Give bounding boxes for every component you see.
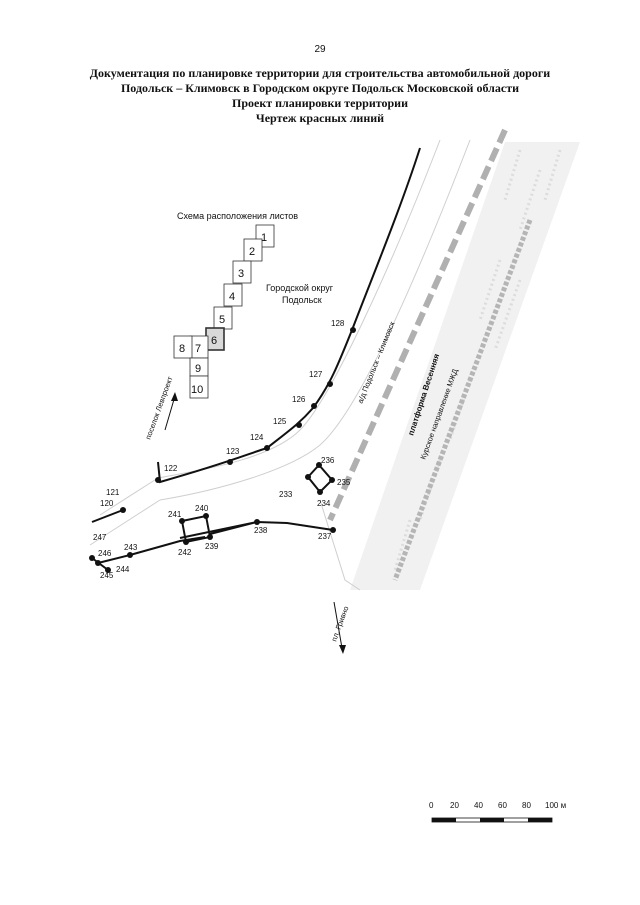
red-line-south [179,520,334,539]
arrow-to-levoproekt [164,392,178,431]
point-label-127: 127 [309,370,323,379]
red-line-south-2 [97,536,206,564]
title-line-3: Проект планировки территории [231,96,409,110]
title-line-4: Чертеж красных линий [255,111,385,125]
point-label-244: 244 [116,565,130,574]
point-label-122: 122 [164,464,178,473]
district-label-line-1: Городской округ [266,283,334,293]
point-label-126: 126 [292,395,306,404]
point-label-239: 239 [205,542,219,551]
point-label-123: 123 [226,447,240,456]
scale-bar [431,817,553,823]
sheet-7: 7 [195,343,201,355]
point-label-125: 125 [273,417,287,426]
sheet-4: 4 [229,291,235,303]
page-number: 29 [314,44,326,55]
road-edges [89,139,471,591]
sheet-3: 3 [238,268,244,280]
boundary-points [89,327,356,573]
scale-tick-100: 100 м [545,801,566,810]
point-label-245: 245 [100,571,114,580]
railway-track-right [392,219,533,581]
red-line-north [157,147,421,484]
point-label-236: 236 [321,456,335,465]
point-label-124: 124 [250,433,264,442]
district-label-line-2: Подольск [282,295,322,305]
scale-tick-40: 40 [474,801,483,810]
scale-tick-20: 20 [450,801,459,810]
levoproekt-label: поселок Левпроект [143,375,174,441]
sheet-1: 1 [261,232,267,244]
scale-tick-60: 60 [498,801,507,810]
title-line-1: Документация по планировке территории дл… [89,66,551,80]
sheet-scheme-caption: Схема расположения листов [177,211,298,221]
point-label-120: 120 [100,499,114,508]
point-label-238: 238 [254,526,268,535]
sheet-2: 2 [249,246,255,258]
red-line-west [91,509,124,523]
point-label-246: 246 [98,549,112,558]
scale-tick-80: 80 [522,801,531,810]
point-label-121: 121 [106,488,120,497]
sheet-6: 6 [211,335,217,347]
railway-embankment [350,142,580,590]
sheet-scheme [173,224,275,399]
sheet-9: 9 [195,363,201,375]
point-label-243: 243 [124,543,138,552]
sheet-8: 8 [179,343,185,355]
title-line-2: Подольск – Климовск в Городском округе П… [120,81,520,95]
arrow-to-grivno [333,601,346,654]
point-label-233: 233 [279,490,293,499]
sheet-10: 10 [191,384,203,396]
point-label-247: 247 [93,533,107,542]
sheet-5: 5 [219,314,225,326]
point-label-235: 235 [337,478,351,487]
point-label-242: 242 [178,548,192,557]
point-label-128: 128 [331,319,345,328]
point-label-241: 241 [168,510,182,519]
scale-tick-0: 0 [429,801,434,810]
point-label-234: 234 [317,499,331,508]
railway-track-left [327,128,508,522]
point-label-240: 240 [195,504,209,513]
parcel-233-236 [306,463,334,494]
document-title: Документация по планировке территории дл… [40,66,600,126]
point-label-237: 237 [318,532,332,541]
